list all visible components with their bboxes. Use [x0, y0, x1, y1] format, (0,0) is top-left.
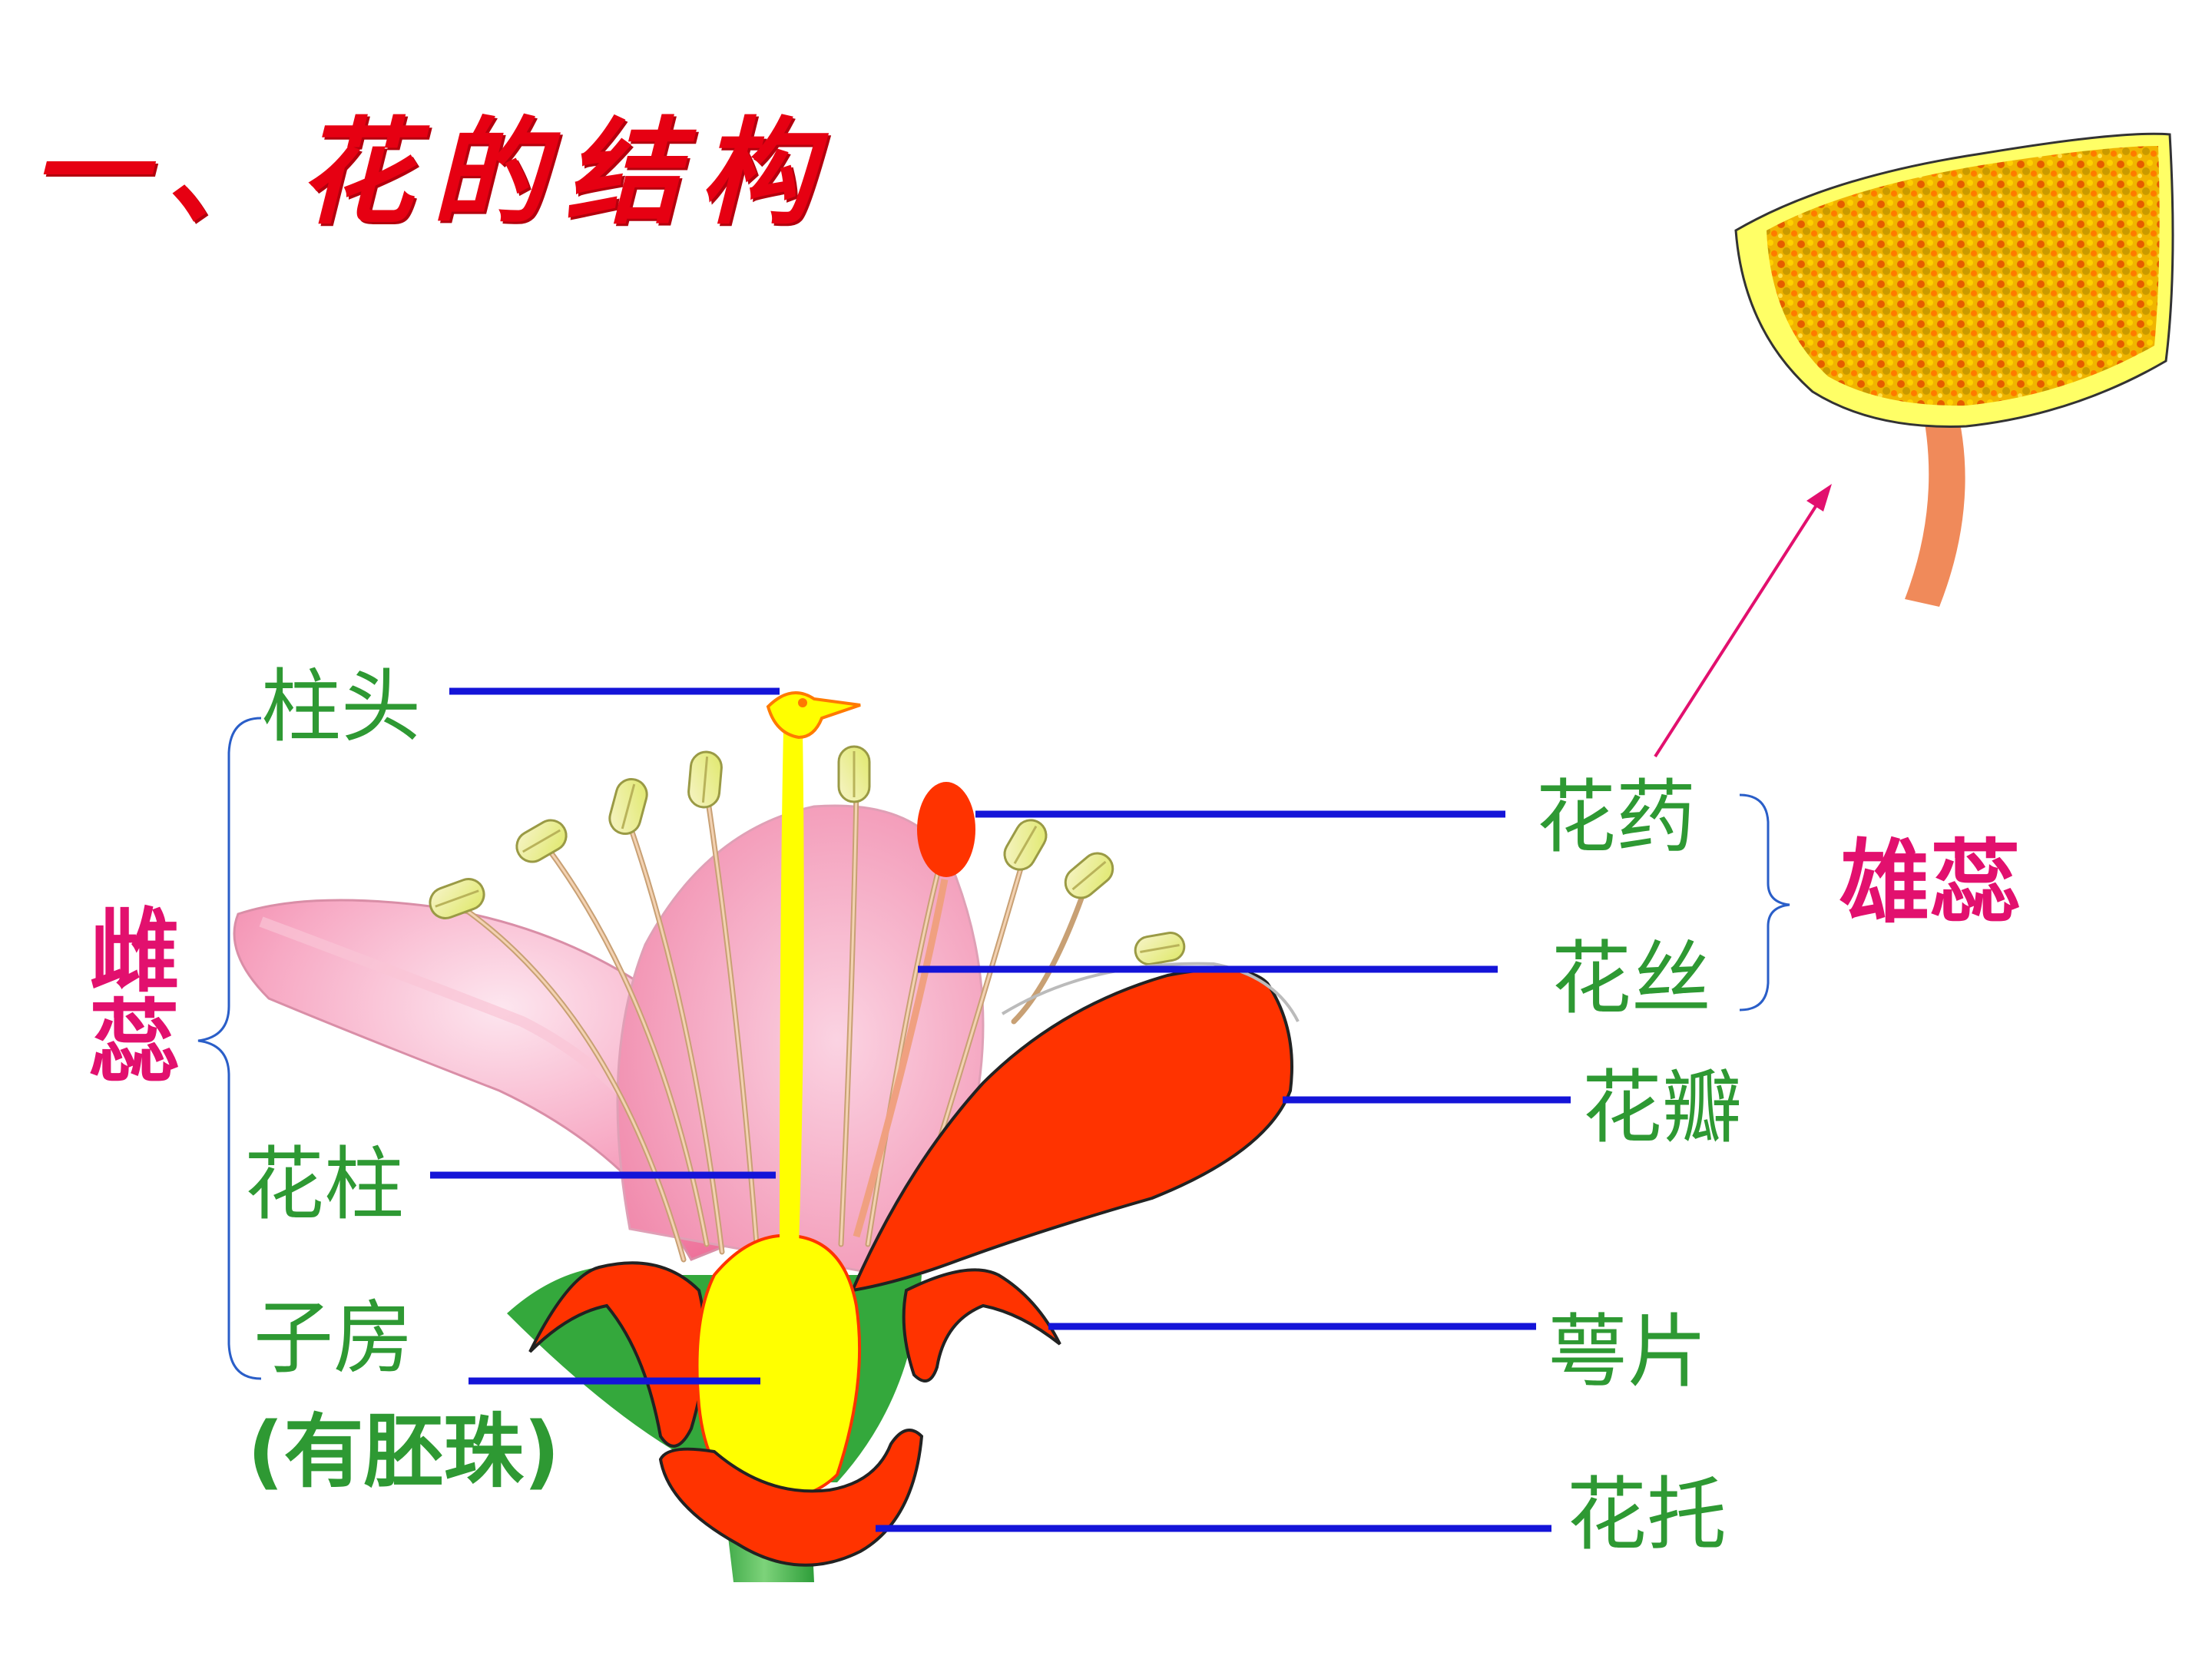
group-stamen: 雄蕊: [1839, 837, 2021, 928]
label-receptacle: 花托: [1567, 1475, 1727, 1555]
pointer-arrowhead: [1806, 484, 1832, 512]
stamen-brace: [1740, 795, 1790, 1010]
label-ovule-note: (有胚珠): [247, 1412, 560, 1492]
label-petal: 花瓣: [1582, 1068, 1742, 1147]
pointer-arrow-line: [1655, 499, 1820, 757]
group-pistil: 雌蕊: [84, 906, 184, 1088]
right-sepal: [904, 1270, 1060, 1381]
pistil-brace: [198, 718, 261, 1379]
label-filament: 花丝: [1551, 939, 1711, 1018]
stigma: [768, 693, 860, 737]
label-stigma: 柱头: [261, 667, 421, 747]
label-style: 花柱: [244, 1144, 404, 1224]
label-ovary: 子房: [253, 1298, 413, 1378]
highlighted-anther: [917, 782, 975, 877]
anther-closeup: [1736, 134, 2173, 607]
label-sepal: 萼片: [1548, 1312, 1707, 1392]
label-anther: 花药: [1536, 777, 1696, 857]
style: [780, 730, 804, 1248]
